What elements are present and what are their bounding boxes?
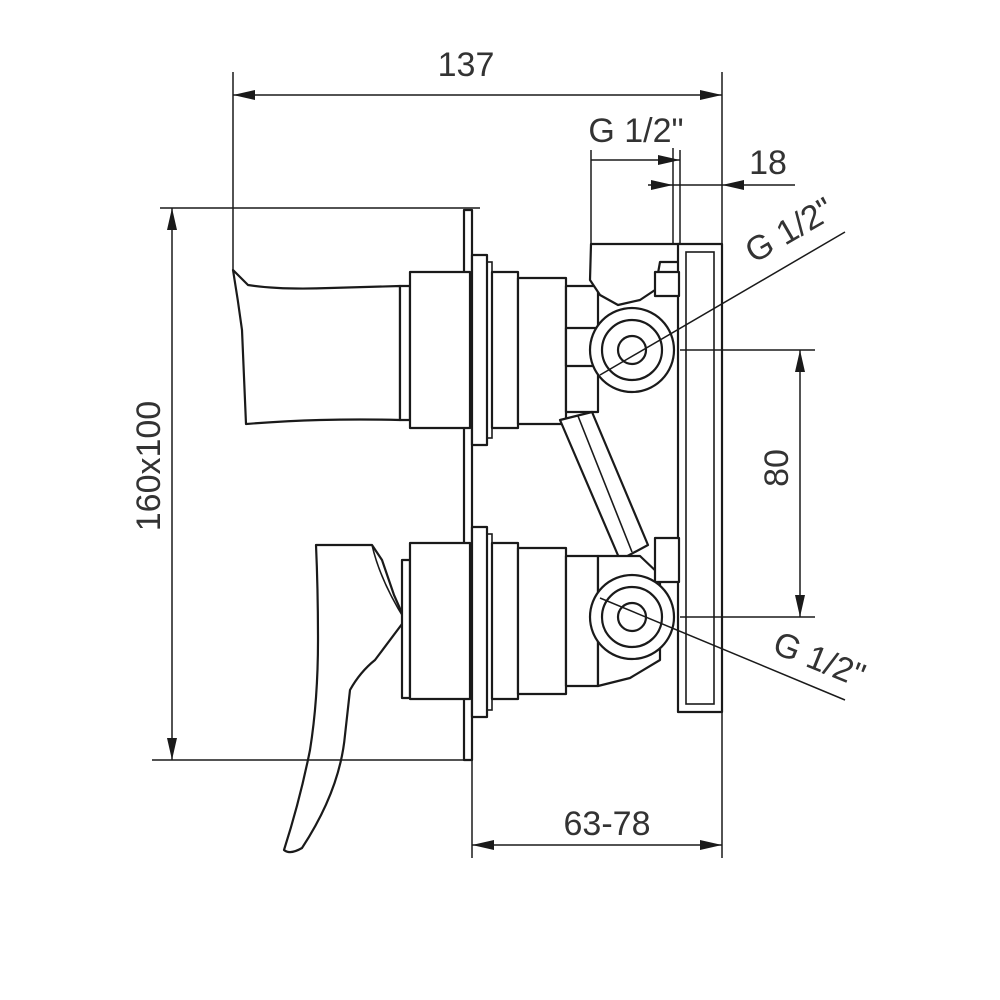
dimension-lines (152, 72, 846, 858)
lower-sleeve-2 (408, 541, 472, 701)
upper-collar (490, 270, 520, 430)
wall-offset-label: 18 (749, 144, 787, 182)
lower-outlet-fitting (588, 573, 676, 661)
outlet-upper-label: G 1/2" (739, 190, 840, 271)
upper-sleeve-1 (398, 284, 412, 422)
plate-size-label: 160x100 (130, 401, 168, 531)
upper-sleeve-2 (408, 270, 472, 430)
install-depth-label: 63-78 (564, 805, 651, 843)
lower-lever-inner (371, 544, 406, 621)
valve-body-bridge-line (577, 415, 633, 553)
lower-clip (653, 536, 681, 584)
outlet-lower-label: G 1/2" (768, 624, 871, 695)
mounting-plate-outer (676, 242, 724, 714)
upper-outlet-fitting (588, 306, 676, 394)
upper-clip (653, 270, 681, 298)
upper-handle (231, 268, 402, 426)
upper-cartridge (516, 276, 568, 426)
overall-depth-label: 137 (438, 46, 495, 84)
lower-sleeve-1 (400, 558, 412, 700)
lower-collar (490, 541, 520, 701)
mounting-plate-inner (685, 251, 715, 705)
mixer-body (231, 208, 724, 854)
valve-body-bridge (558, 410, 650, 562)
upper-flange (470, 253, 489, 447)
inlet-top-label: G 1/2" (588, 112, 683, 150)
lower-flange (470, 525, 489, 719)
outlet-spacing-label: 80 (758, 449, 796, 487)
lower-cartridge (516, 546, 568, 696)
lower-lever (282, 543, 407, 854)
